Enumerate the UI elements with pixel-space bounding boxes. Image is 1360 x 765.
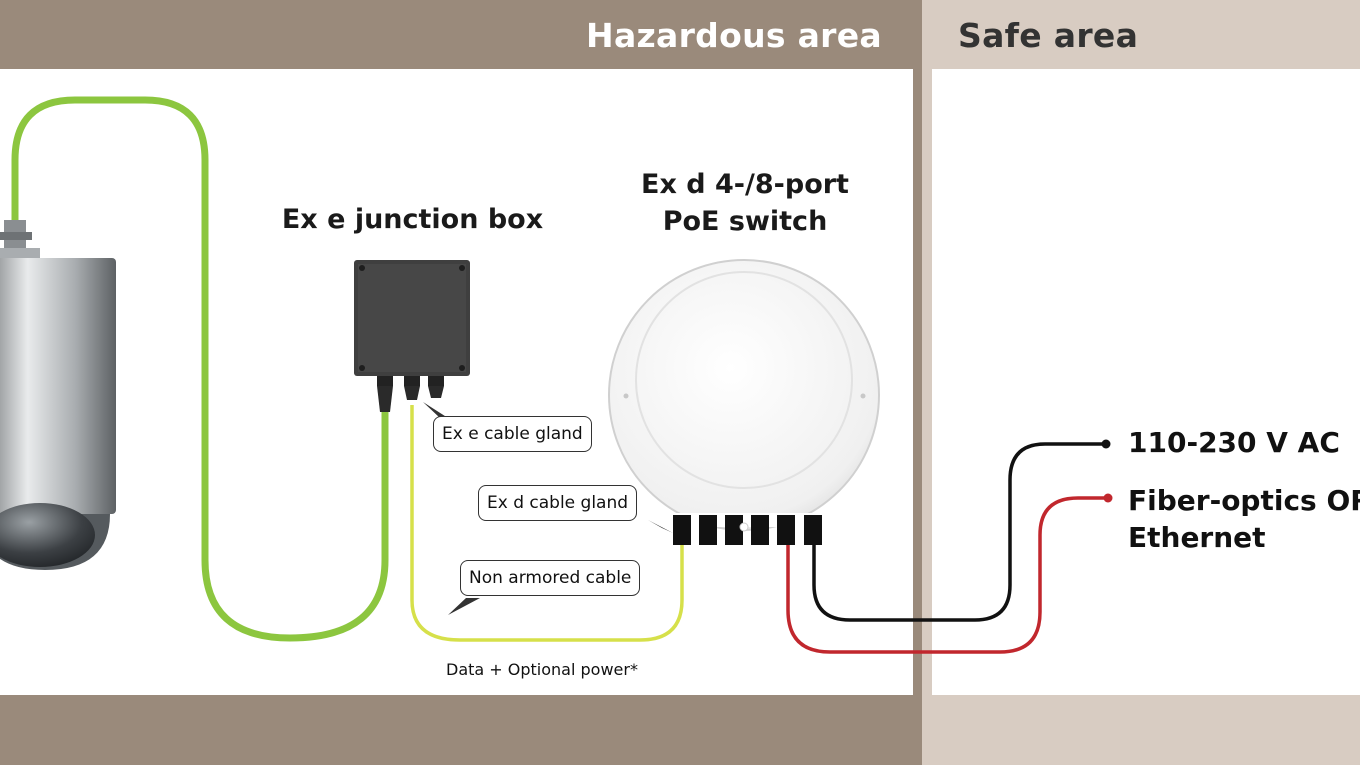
ex-d-cable-gland-callout: Ex d cable gland <box>478 485 638 521</box>
junction-box-icon <box>354 260 470 412</box>
fiber-cable <box>786 496 1108 654</box>
non-armored-cable-callout: Non armored cable <box>460 560 641 596</box>
hazardous-area-title: Hazardous area <box>586 16 882 55</box>
safe-area-panel <box>932 69 1360 695</box>
ex-d-gland-pointer <box>648 520 673 533</box>
non-armored-pointer <box>448 598 480 615</box>
switch-label: Ex d 4-/8-port PoE switch <box>615 166 875 240</box>
safe-area-title: Safe area <box>958 16 1139 55</box>
camera-icon <box>0 220 116 570</box>
ac-power-label: 110-230 V AC <box>1128 426 1340 459</box>
ex-e-cable-gland-callout: Ex e cable gland <box>433 416 592 452</box>
fiber-ethernet-label: Fiber-optics OR Ethernet <box>1128 482 1360 556</box>
fiber-label-line2: Ethernet <box>1128 521 1266 554</box>
junction-box-label: Ex e junction box <box>281 204 544 235</box>
power-cable <box>812 442 1106 622</box>
ex-e-gland-pointer <box>423 402 448 418</box>
fiber-endpoint-dot <box>1103 493 1113 503</box>
fiber-label-line1: Fiber-optics OR <box>1128 484 1360 517</box>
data-power-footnote: Data + Optional power* <box>446 660 638 679</box>
power-endpoint-dot <box>1101 439 1111 449</box>
switch-label-line1: Ex d 4-/8-port <box>641 169 849 200</box>
yellow-cable <box>410 405 684 642</box>
green-cable <box>11 96 389 642</box>
poe-switch-icon <box>608 259 880 545</box>
switch-label-line2: PoE switch <box>662 206 828 237</box>
